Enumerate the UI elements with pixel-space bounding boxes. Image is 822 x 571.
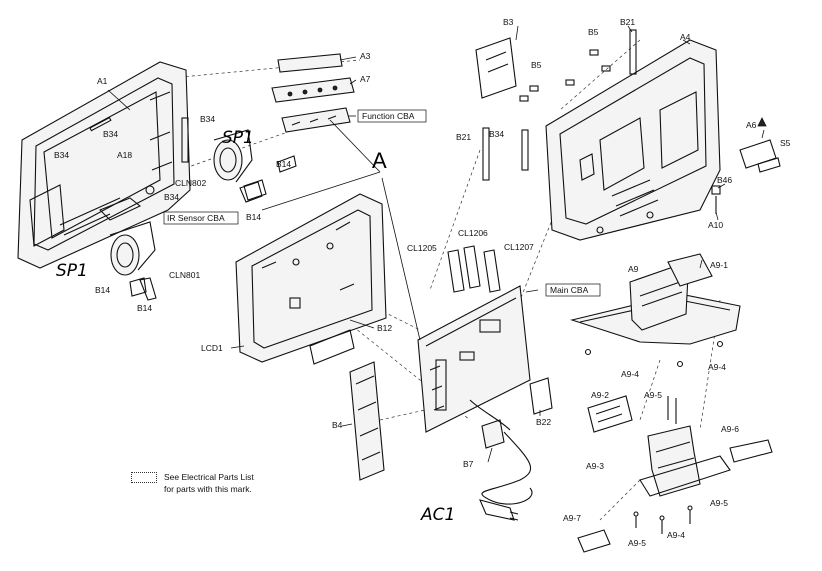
- label-cl1205: CL1205: [407, 243, 437, 253]
- bracket-b22: [529, 377, 553, 415]
- label-leader-lines: [107, 25, 765, 463]
- label-cl1207: CL1207: [504, 242, 534, 252]
- label-a9-4-c: A9-4: [667, 530, 685, 540]
- note-line-1: See Electrical Parts List: [164, 472, 254, 482]
- label-a9-1: A9-1: [710, 260, 728, 270]
- label-b14-mid: B14: [246, 212, 261, 222]
- label-cl1206: CL1206: [458, 228, 488, 238]
- handwritten-sp1-upper: SP1: [222, 128, 254, 148]
- label-function-cba: Function CBA: [362, 111, 415, 121]
- power-cord-ac1: [469, 399, 533, 521]
- label-a9-4-b: A9-4: [708, 362, 726, 372]
- speaker-sp1-lower: [109, 221, 157, 301]
- speaker-sp1-upper: [213, 129, 263, 203]
- ir-sensor-brackets: [99, 155, 297, 297]
- label-a18: A18: [117, 150, 132, 160]
- handwritten-a: A: [372, 148, 387, 173]
- label-b34-a1: B34: [103, 129, 118, 139]
- screw-b46-a10: [711, 185, 721, 214]
- label-a9-4-a: A9-4: [621, 369, 639, 379]
- label-b7: B7: [463, 459, 474, 469]
- label-a9-5-a: A9-5: [644, 390, 662, 400]
- label-b21-top: B21: [620, 17, 635, 27]
- label-main-cba: Main CBA: [550, 285, 589, 295]
- ribbon-cables: [447, 245, 501, 293]
- main-cba-board: [417, 285, 531, 433]
- front-cabinet-a1: [17, 61, 191, 269]
- label-b34-left: B34: [54, 150, 69, 160]
- label-a9-6: A9-6: [721, 424, 739, 434]
- label-b21-left: B21: [456, 132, 471, 142]
- label-a4: A4: [680, 32, 691, 42]
- label-b5-top: B5: [588, 27, 599, 37]
- label-b34-upper: B34: [200, 114, 215, 124]
- function-cba-module: [271, 53, 355, 133]
- label-ir-sensor-cba: IR Sensor CBA: [167, 213, 225, 223]
- ir-sensor-cba-box: [163, 211, 239, 225]
- callout-a-lines: [261, 119, 421, 341]
- label-a10: A10: [708, 220, 723, 230]
- rear-small-parts: [475, 29, 637, 171]
- note-line-2: for parts with this mark.: [164, 484, 252, 494]
- label-a9-3: A9-3: [586, 461, 604, 471]
- rear-cabinet-a4: [545, 39, 721, 241]
- label-b34-lower: B34: [164, 192, 179, 202]
- label-b5-mid: B5: [531, 60, 542, 70]
- handwritten-annotations: SP1 SP1 A AC1: [56, 128, 455, 525]
- lcd-panel-lcd1: [235, 193, 387, 365]
- label-cln802: CLN802: [175, 178, 206, 188]
- label-a7: A7: [360, 74, 371, 84]
- label-b14-upper: B14: [276, 159, 291, 169]
- label-lcd1: LCD1: [201, 343, 223, 353]
- label-cln801: CLN801: [169, 270, 200, 280]
- label-b3: B3: [503, 17, 514, 27]
- label-b22: B22: [536, 417, 551, 427]
- label-a9: A9: [628, 264, 639, 274]
- label-a6-s5: [739, 117, 781, 173]
- stand-a9: [569, 253, 741, 368]
- label-a3: A3: [360, 51, 371, 61]
- b34-strips: [181, 117, 490, 181]
- main-cba-box: [545, 283, 601, 297]
- part-labels: A1 A3 A7 Function CBA B34 B34 B34 A18 B1…: [54, 17, 791, 548]
- label-a9-5-c: A9-5: [628, 538, 646, 548]
- label-b4: B4: [332, 420, 343, 430]
- bracket-b4: [349, 361, 385, 481]
- label-a1: A1: [97, 76, 108, 86]
- label-a6: A6: [746, 120, 757, 130]
- handwritten-sp1-lower: SP1: [56, 261, 88, 281]
- label-a9-7: A9-7: [563, 513, 581, 523]
- label-b14-bottom: B14: [137, 303, 152, 313]
- label-b46: B46: [717, 175, 732, 185]
- handwritten-ac1: AC1: [420, 505, 455, 525]
- function-cba-box: [357, 109, 427, 123]
- label-b12: B12: [377, 323, 392, 333]
- stand-bracket-parts: [577, 395, 773, 553]
- note-marker-box: [131, 472, 157, 483]
- parts-list-note: See Electrical Parts List for parts with…: [164, 471, 254, 495]
- label-a9-5-b: A9-5: [710, 498, 728, 508]
- label-a9-2: A9-2: [591, 390, 609, 400]
- label-s5: S5: [780, 138, 791, 148]
- label-b14-left: B14: [95, 285, 110, 295]
- label-b34-rear: B34: [489, 129, 504, 139]
